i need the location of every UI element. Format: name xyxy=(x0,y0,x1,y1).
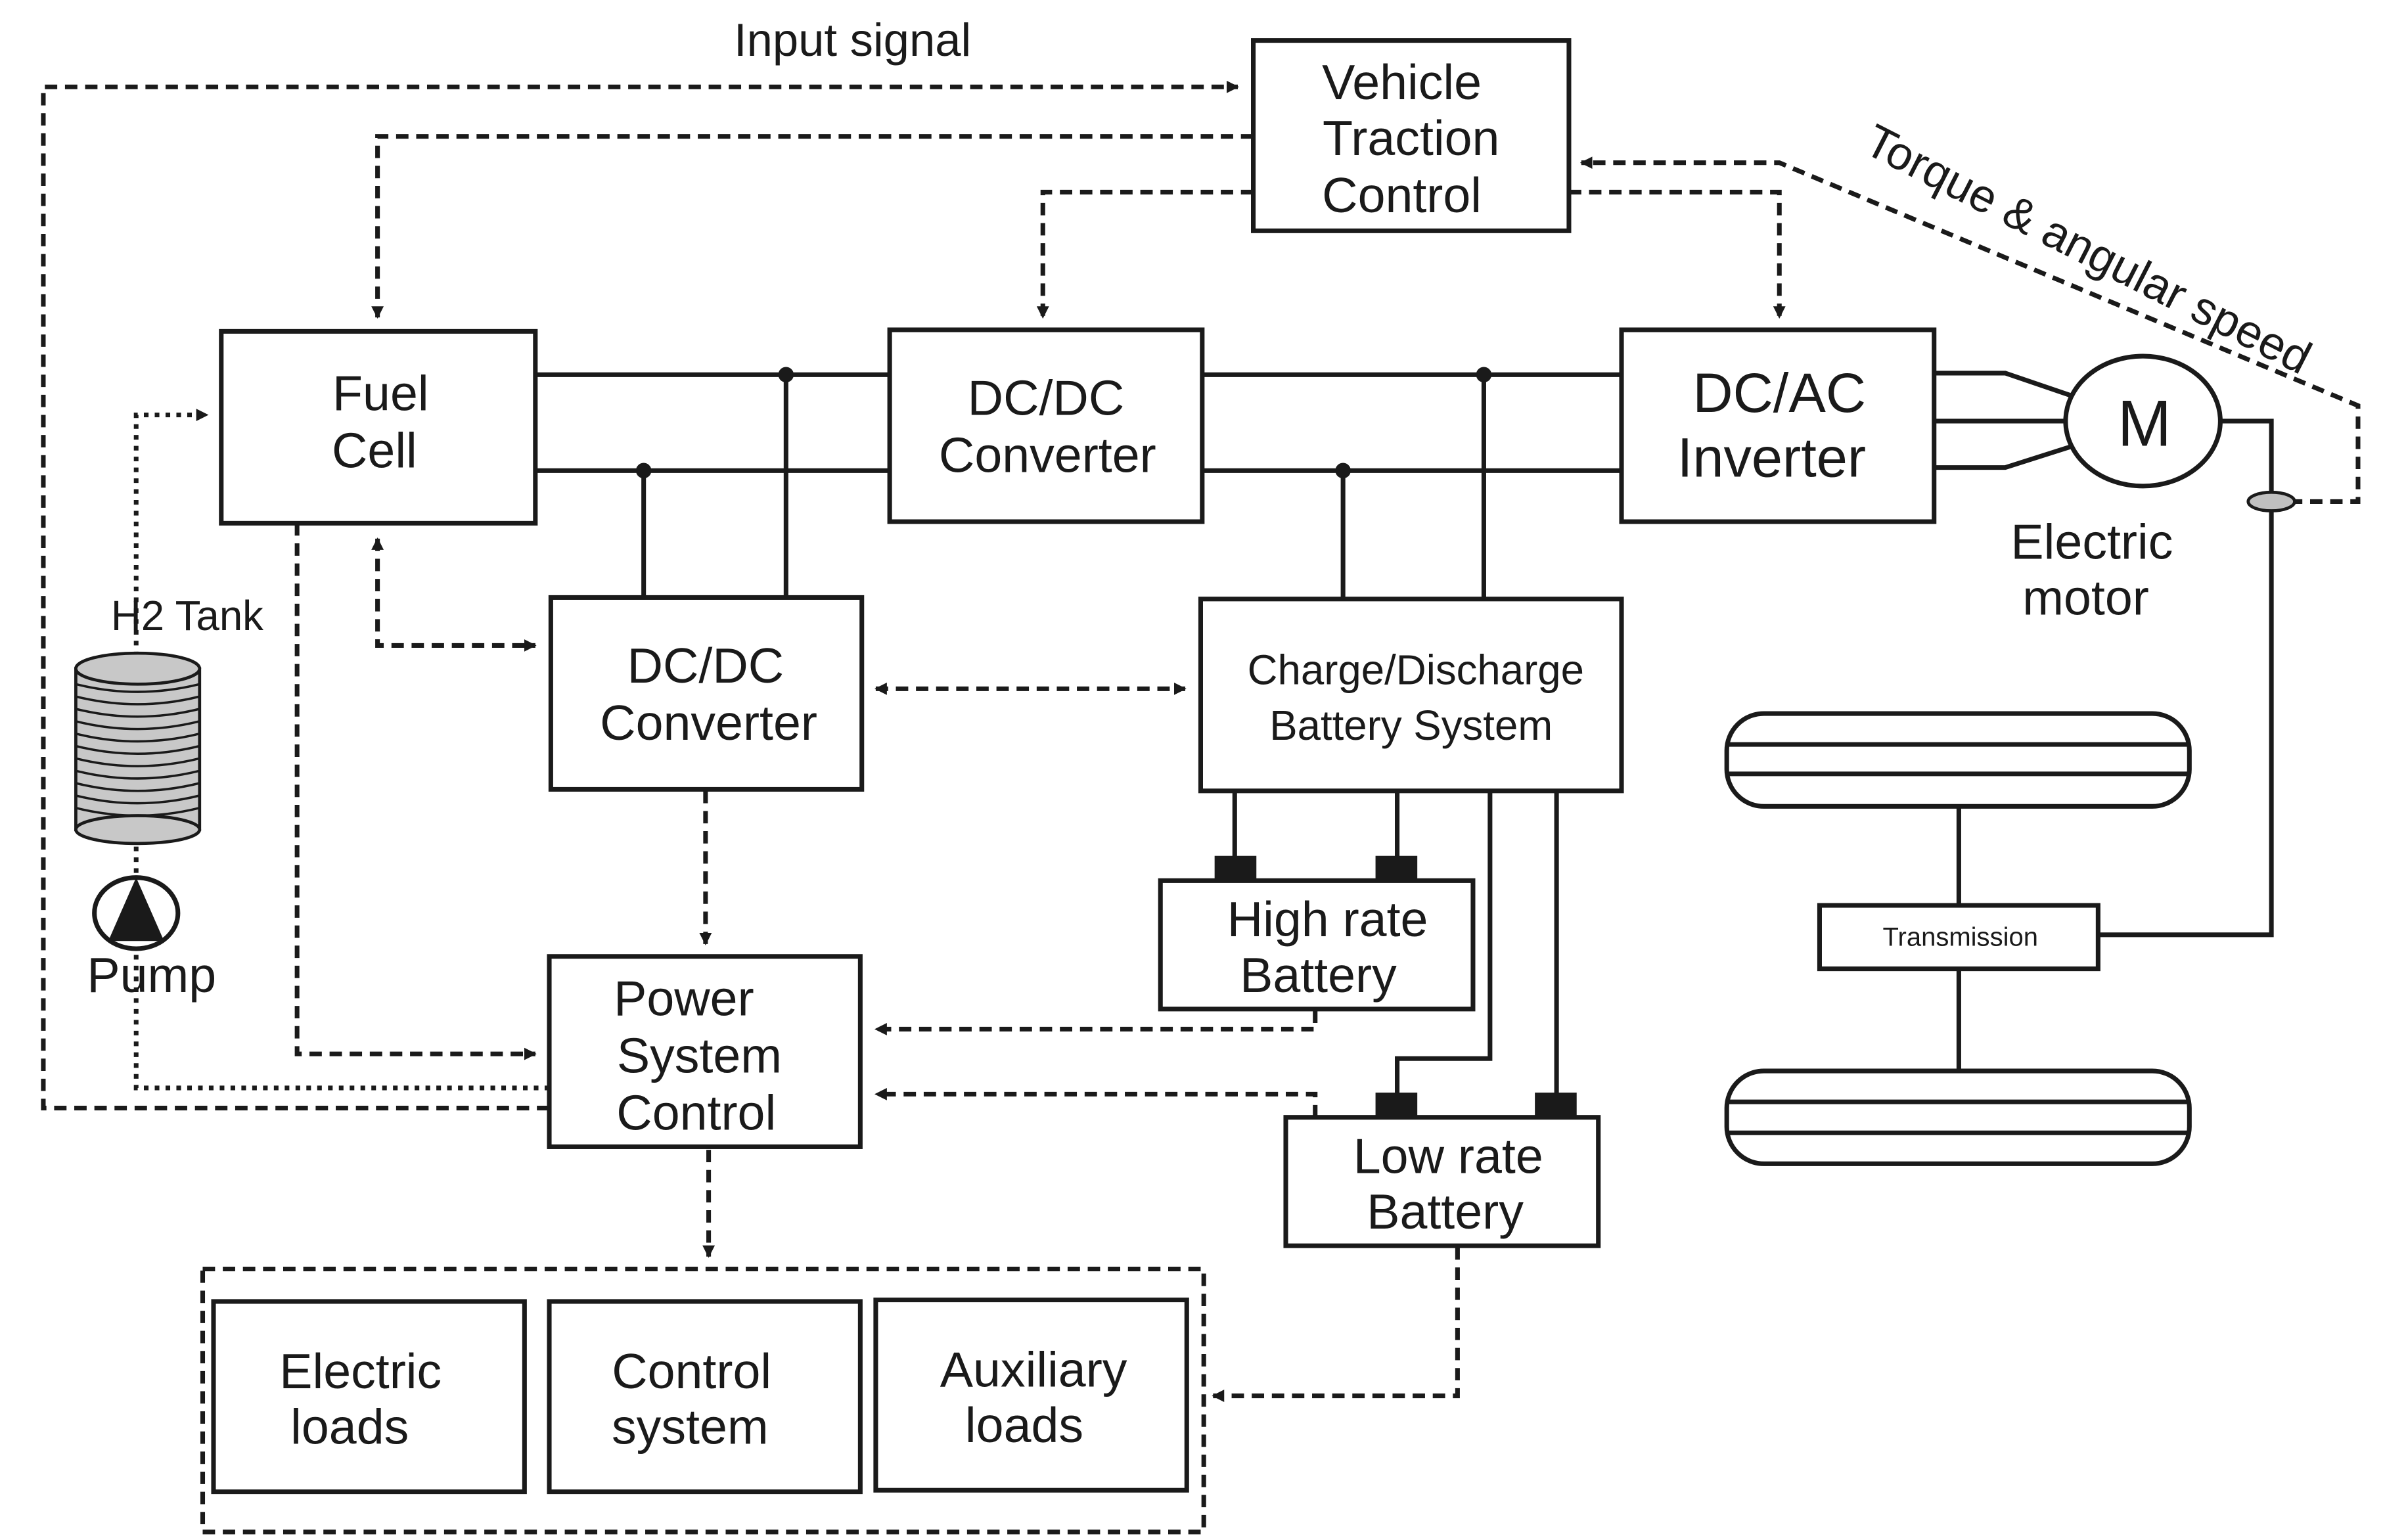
psc-label-3: Control xyxy=(616,1085,776,1141)
aux-loads-label-1: Auxiliary xyxy=(940,1342,1127,1397)
inverter-label-1: DC/AC xyxy=(1692,361,1866,424)
block-transmission[interactable]: Transmission xyxy=(1817,903,2100,972)
block-electric-loads[interactable]: Electric loads xyxy=(211,1299,527,1495)
aux-loads-label-2: loads xyxy=(965,1397,1083,1453)
fuelcell-to-psc-line xyxy=(294,523,537,1060)
inverter-label-2: Inverter xyxy=(1677,426,1866,489)
block-power-system-control[interactable]: Power System Control xyxy=(547,954,863,1149)
h2-tank-icon xyxy=(74,651,202,846)
transmission-label: Transmission xyxy=(1883,922,2038,951)
lowrate-to-aux-line xyxy=(1212,1247,1460,1403)
dcdc-top-label-1: DC/DC xyxy=(968,371,1125,426)
vtc-label-3: Control xyxy=(1322,168,1482,223)
block-auxiliary-loads[interactable]: Auxiliary loads xyxy=(873,1298,1189,1493)
psc-label-2: System xyxy=(617,1028,782,1083)
vtc-label-2: Traction xyxy=(1323,110,1499,166)
motor-symbol: M xyxy=(2118,387,2171,460)
battery-system-label-1: Charge/Discharge xyxy=(1248,646,1584,693)
pump-label: Pump xyxy=(87,947,216,1003)
lowrate-to-psc-line xyxy=(874,1087,1318,1118)
dcdc-mid-label-2: Converter xyxy=(600,695,817,750)
pump-icon xyxy=(92,875,181,951)
lowrate-label-2: Battery xyxy=(1367,1184,1524,1239)
highrate-label-1: High rate xyxy=(1227,892,1428,947)
block-charge-discharge-battery-system[interactable]: Charge/Discharge Battery System xyxy=(1198,597,1624,794)
input-signal-line xyxy=(41,80,1239,1111)
fuelcell-label-2: Cell xyxy=(332,423,417,478)
block-fuel-cell[interactable]: Fuel Cell xyxy=(219,328,538,526)
vtc-to-inverter-line xyxy=(1568,189,1786,319)
block-control-system[interactable]: Control system xyxy=(547,1299,863,1495)
power-wires xyxy=(535,367,2274,1118)
motor-label-1: Electric xyxy=(2010,514,2173,570)
fuelcell-label-1: Fuel xyxy=(332,365,429,420)
battery-system-label-2: Battery System xyxy=(1269,702,1553,749)
dcdc-mid-label-1: DC/DC xyxy=(627,638,784,693)
front-wheel xyxy=(1724,711,2192,809)
dcdc-top-label-2: Converter xyxy=(939,428,1156,483)
lowrate-label-1: Low rate xyxy=(1353,1128,1543,1183)
block-dcdc-converter-mid[interactable]: DC/DC Converter xyxy=(548,595,865,792)
electric-loads-label-2: loads xyxy=(290,1399,409,1455)
motor-label-2: motor xyxy=(2022,570,2149,625)
speed-sensor-icon xyxy=(2246,490,2296,512)
control-system-label-1: Control xyxy=(612,1344,771,1399)
block-dcac-inverter[interactable]: DC/AC Inverter xyxy=(1619,327,1937,524)
block-high-rate-battery[interactable]: High rate Battery xyxy=(1158,878,1476,1012)
vtc-to-fuelcell-line xyxy=(371,134,1254,319)
block-vehicle-traction-control[interactable]: Vehicle Traction Control xyxy=(1251,38,1572,233)
loads-group xyxy=(200,1266,1206,1535)
block-low-rate-battery[interactable]: Low rate Battery xyxy=(1283,1115,1601,1248)
electric-loads-label-1: Electric xyxy=(279,1344,442,1399)
h2-tank-label: H2 Tank xyxy=(111,593,263,639)
fuelcell-dcdc-line xyxy=(371,537,537,652)
highrate-to-psc-line xyxy=(874,1010,1318,1035)
highrate-label-2: Battery xyxy=(1240,947,1397,1003)
rear-wheel xyxy=(1724,1068,2192,1166)
torque-feedback-line xyxy=(1579,156,2361,504)
control-system-label-2: system xyxy=(612,1399,769,1455)
psc-label-1: Power xyxy=(614,970,754,1026)
electric-motor[interactable]: M Electric motor xyxy=(2010,353,2223,625)
block-dcdc-converter-top[interactable]: DC/DC Converter xyxy=(887,327,1205,524)
vtc-label-1: Vehicle xyxy=(1322,55,1482,110)
input-signal-label: Input signal xyxy=(734,14,971,66)
vtc-to-dcdc-line xyxy=(1036,189,1254,319)
